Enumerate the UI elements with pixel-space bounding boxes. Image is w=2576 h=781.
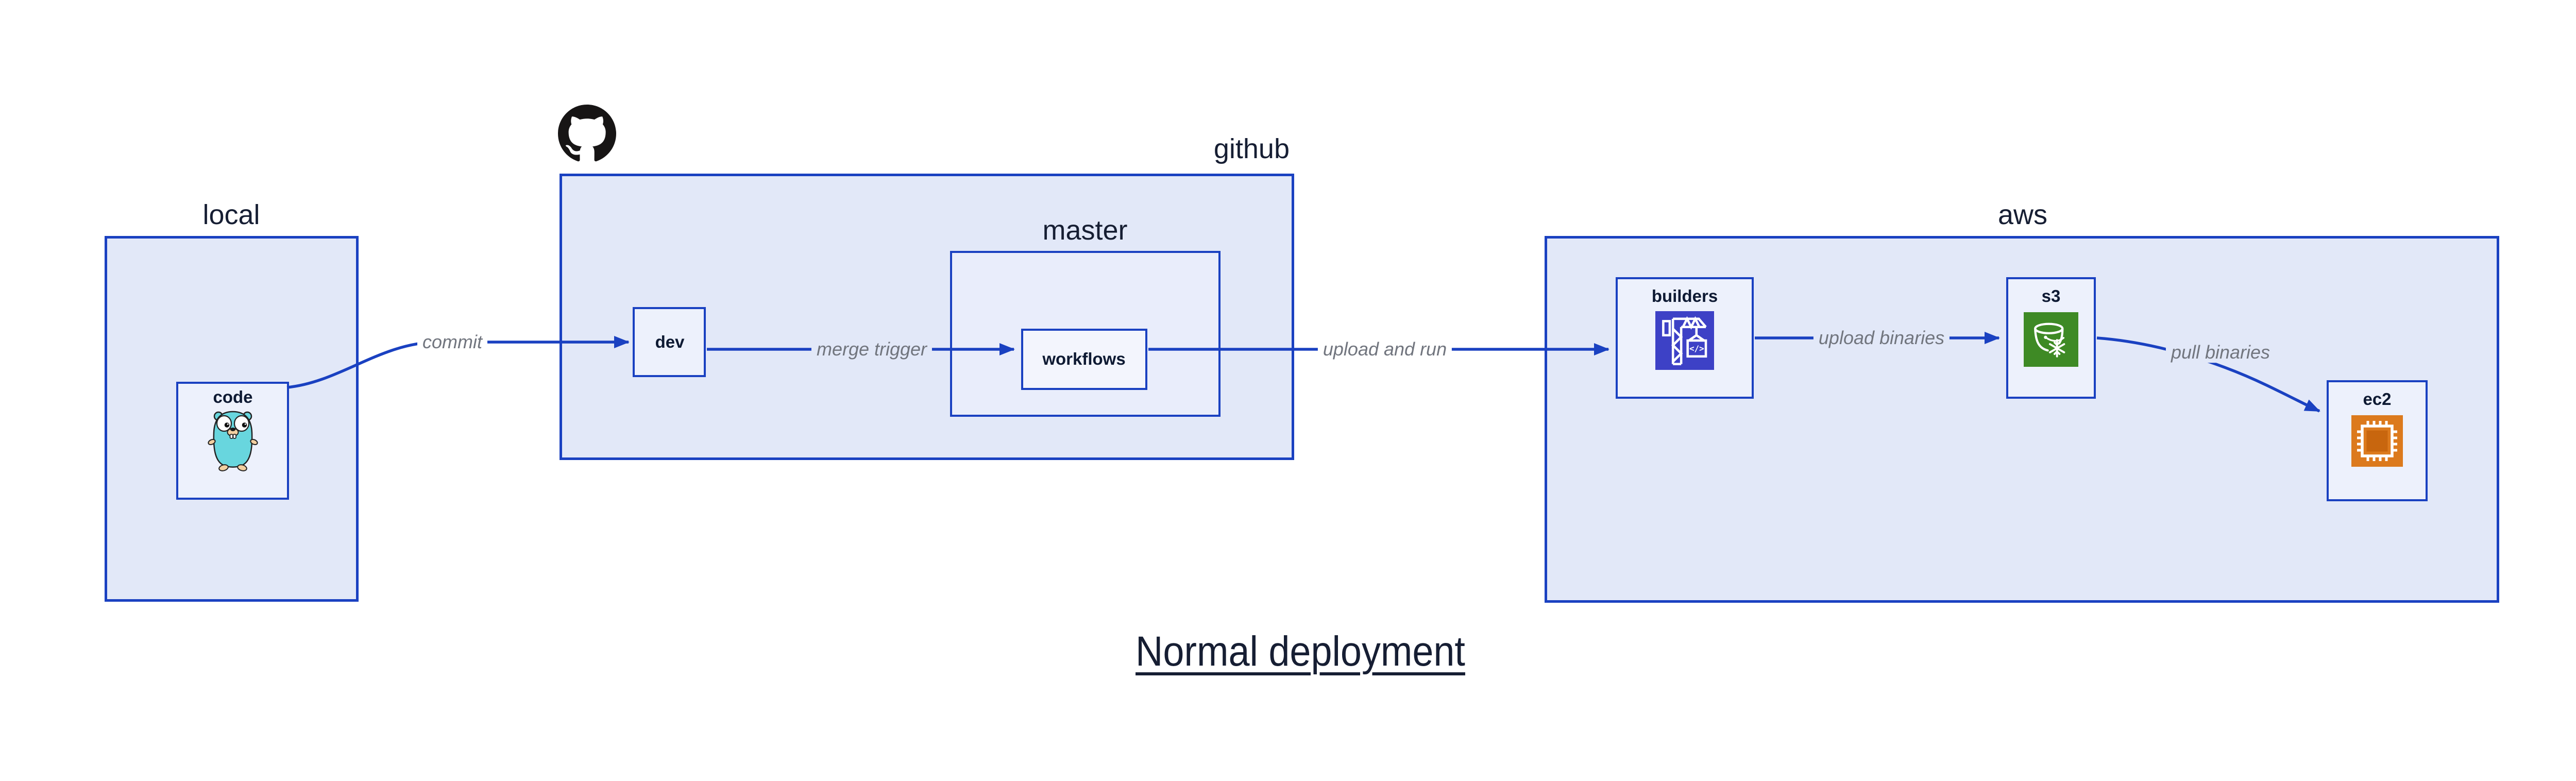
section-label-aws: aws: [1997, 199, 2048, 230]
s3-glacier-bucket-icon: [2024, 312, 2078, 367]
edge-label-commit: commit: [417, 332, 487, 352]
go-gopher-icon: [208, 411, 258, 471]
node-label-builders: builders: [1651, 286, 1718, 305]
section-label-master: master: [1042, 215, 1128, 246]
diagram-title: Normal deployment: [1136, 628, 1465, 675]
node-label-code: code: [213, 387, 253, 406]
github-octocat-icon: [558, 105, 616, 162]
svg-text:</>: </>: [1689, 344, 1704, 353]
ec2-chip-icon: [2351, 415, 2403, 467]
edge-label-upload-and-run: upload and run: [1317, 339, 1452, 360]
codebuild-crane-icon: </>: [1655, 311, 1714, 370]
node-label-workflows: workflows: [1042, 349, 1126, 368]
node-workflows: [1021, 329, 1147, 390]
section-label-local: local: [202, 199, 260, 230]
node-label-ec2: ec2: [2363, 389, 2392, 409]
node-dev: [633, 307, 706, 377]
node-label-s3: s3: [2041, 286, 2061, 305]
edge-label-merge-trigger: merge trigger: [811, 339, 933, 360]
section-label-github: github: [1213, 133, 1290, 164]
edge-label-pull-binaries: pull binaries: [2165, 342, 2276, 363]
edge-label-upload-binaries: upload binaries: [1813, 328, 1950, 348]
node-label-dev: dev: [655, 332, 685, 351]
